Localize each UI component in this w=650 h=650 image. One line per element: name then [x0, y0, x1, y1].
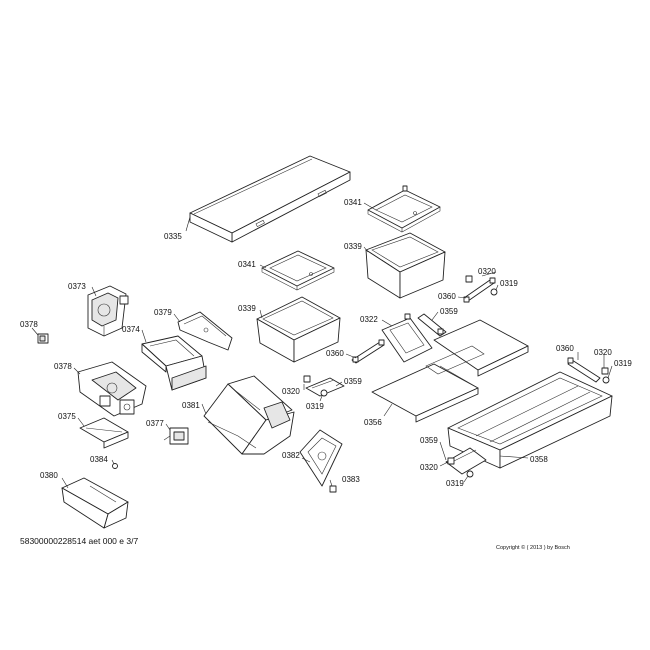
label-0379: 0379: [154, 308, 172, 317]
label-0360-b: 0360: [326, 349, 344, 358]
part-0377-connector: [163, 427, 189, 445]
part-0319-screw-c: [602, 376, 610, 384]
label-0358: 0358: [530, 455, 548, 464]
part-0322-panel: [381, 313, 433, 363]
label-0341-middle: 0341: [238, 260, 256, 269]
part-0341-lid-middle: [261, 250, 335, 291]
label-0319-d: 0319: [446, 479, 464, 488]
label-0320-b: 0320: [594, 348, 612, 357]
part-0359-rail-e: [445, 447, 487, 475]
part-0375-bracket: [79, 417, 129, 449]
part-0358-large-drawer: [447, 371, 613, 469]
part-0335-shelf: [189, 155, 351, 243]
part-0319-screw-d: [466, 470, 474, 478]
part-0379-bracket: [177, 311, 233, 351]
part-0380-tray: [61, 477, 129, 529]
part-0382-cover: [299, 429, 343, 487]
label-0383: 0383: [342, 475, 360, 484]
part-0359-rail-d: [305, 377, 345, 397]
part-0319-screw-a: [490, 288, 498, 296]
label-0377: 0377: [146, 419, 164, 428]
label-0381: 0381: [182, 401, 200, 410]
label-0360-a: 0360: [438, 292, 456, 301]
part-0378-valve-assembly: [77, 361, 147, 417]
part-0359-rail-a: [417, 313, 447, 337]
part-0360-rail-d: [567, 357, 601, 383]
part-0320-clip-a: [465, 275, 473, 283]
label-0359-b: 0359: [344, 377, 362, 386]
label-0339-middle: 0339: [238, 304, 256, 313]
label-0319-b: 0319: [614, 359, 632, 368]
label-0359-c: 0359: [420, 436, 438, 445]
part-0339-drawer-middle: [256, 296, 341, 363]
part-0339-drawer-upper: [365, 232, 446, 299]
label-0374: 0374: [122, 325, 140, 334]
part-0320-clip-b: [303, 375, 311, 383]
label-0339-upper: 0339: [344, 242, 362, 251]
part-0319-screw-b: [320, 389, 328, 397]
label-0322: 0322: [360, 315, 378, 324]
label-0359-a: 0359: [440, 307, 458, 316]
part-0374-housing: [141, 335, 207, 391]
document-id: 58300000228514 aet 000 e 3/7: [20, 536, 138, 546]
label-0378-b: 0378: [54, 362, 72, 371]
part-labels: 0335 0341 0339 0341 0339 0320 0319 0360 …: [20, 198, 632, 488]
label-0375: 0375: [58, 412, 76, 421]
label-0320-c: 0320: [282, 387, 300, 396]
label-0356: 0356: [364, 418, 382, 427]
label-0320-d: 0320: [420, 463, 438, 472]
label-0384: 0384: [90, 455, 108, 464]
part-0320-clip-c: [601, 367, 609, 375]
part-0356-folding-shelf: [371, 319, 529, 423]
label-0380: 0380: [40, 471, 58, 480]
part-0384-pin: [112, 463, 118, 469]
label-0319-c: 0319: [306, 402, 324, 411]
label-0373: 0373: [68, 282, 86, 291]
part-0373-fan-unit: [87, 285, 129, 337]
part-0320-clip-d: [447, 457, 455, 465]
label-0360-c: 0360: [556, 344, 574, 353]
leader-lines: [61, 202, 613, 489]
part-0360-rail-b: [463, 277, 496, 303]
part-0381-housing: [203, 375, 295, 455]
part-0341-lid-upper: [367, 185, 441, 233]
label-0341-upper: 0341: [344, 198, 362, 207]
part-0378-connector-a: [31, 327, 49, 344]
label-0335: 0335: [164, 232, 182, 241]
part-0360-rail-c: [351, 339, 385, 364]
label-0319-a: 0319: [500, 279, 518, 288]
label-0378-a: 0378: [20, 320, 38, 329]
label-0320-a: 0320: [478, 267, 496, 276]
copyright-notice: Copyright © ( 2013 ) by Bosch: [496, 544, 570, 551]
label-0382: 0382: [282, 451, 300, 460]
part-0383-clip: [329, 485, 337, 493]
